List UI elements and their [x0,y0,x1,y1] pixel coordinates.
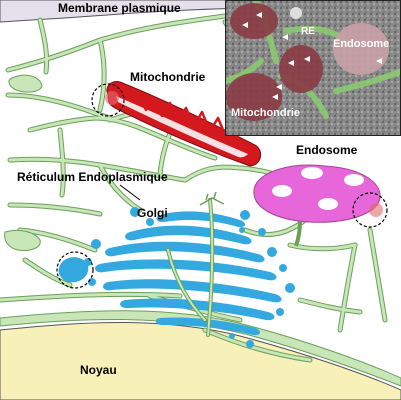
micrograph-mitochondrion [226,73,282,121]
label-nucleus: Noyau [80,363,117,377]
contact-site-mito-er [91,83,125,117]
electron-micrograph-inset: RE Endosome Mitochondrie [225,0,401,136]
micrograph-endosome [333,23,389,75]
inset-label-mitochondria: Mitochondrie [231,107,301,119]
golgi-vesicle [58,257,89,283]
marker-arrowhead [376,58,382,64]
nuclear-envelope [0,310,401,387]
label-golgi: Golgi [137,206,168,220]
marker-arrowhead [276,84,282,90]
marker-arrowhead [256,12,262,18]
er-tip [199,191,225,206]
micrograph-er [226,58,264,84]
contact-site-golgi-er [56,251,94,289]
mitochondrion [106,81,262,167]
label-mitochondria: Mitochondrie [130,70,206,84]
label-plasma-membrane: Membrane plasmique [58,1,181,15]
contact-site-endosome-er [352,192,388,228]
endosome [253,164,381,247]
micrograph-illustration [226,1,400,135]
nucleus [0,322,401,400]
er-sheet [8,74,43,93]
micrograph-mitochondrion [279,45,323,93]
marker-arrowhead [272,94,278,100]
micrograph-mitochondrion [230,3,278,39]
marker-arrowhead [304,56,310,62]
micrograph-er [333,68,400,94]
endoplasmic-reticulum-fill [0,14,387,362]
label-endosome: Endosome [296,143,358,157]
marker-arrowhead [242,22,248,28]
marker-arrowhead [288,60,294,66]
inset-label-re: RE [301,26,315,37]
er-label-leader [119,184,141,201]
er-sheet [4,229,41,251]
inset-label-endosome: Endosome [333,38,390,50]
micrograph-vesicle [290,7,302,19]
label-endoplasmic-reticulum: Réticulum Endoplasmique [17,170,168,184]
marker-arrowhead [282,34,288,40]
